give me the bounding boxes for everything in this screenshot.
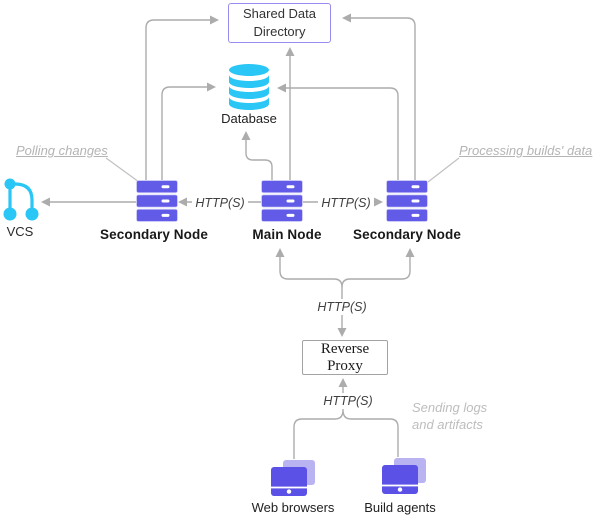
- http-label-right: HTTP(S): [318, 195, 374, 211]
- processing-builds-annotation: Processing builds' data: [459, 143, 593, 158]
- leader-polling-changes: [105, 157, 140, 183]
- reverse-proxy-box: Reverse Proxy: [302, 340, 388, 375]
- leader-processing-builds: [427, 157, 460, 183]
- arrowhead-http-left: [178, 197, 187, 207]
- secondary-node-left-icon: [136, 180, 178, 227]
- http-label-left: HTTP(S): [192, 195, 248, 211]
- edge-proxy-to-main: [279, 257, 343, 330]
- edge-left-node-to-sdd: [145, 19, 210, 180]
- arrowhead-to-sdd-right: [342, 13, 351, 23]
- arrowhead-to-main-node: [275, 248, 285, 257]
- arrowhead-to-db-bottom: [241, 131, 251, 140]
- edge-right-node-to-db: [286, 87, 399, 180]
- web-browsers-label: Web browsers: [251, 500, 335, 515]
- arrowhead-to-sdd-bottom: [285, 47, 295, 56]
- database-label: Database: [221, 111, 277, 126]
- shared-data-directory-label-line1: Shared Data: [243, 6, 316, 21]
- arrowhead-to-sdd-left: [210, 15, 219, 25]
- arrowhead-to-db-left: [207, 82, 216, 92]
- secondary-node-right-label: Secondary Node: [353, 227, 461, 242]
- http-label-proxy-lower: HTTP(S): [320, 393, 376, 409]
- edge-left-node-to-db: [161, 86, 207, 180]
- secondary-node-left-label: Secondary Node: [100, 227, 208, 242]
- arrowhead-to-proxy-bottom: [338, 378, 348, 387]
- main-node-label: Main Node: [252, 227, 322, 242]
- sending-logs-annotation: Sending logs and artifacts: [412, 400, 487, 433]
- sending-logs-line1: Sending logs: [412, 400, 488, 415]
- vcs-label: VCS: [6, 224, 34, 239]
- arrowhead-to-db-right: [277, 83, 286, 93]
- build-agents-icon: [382, 458, 428, 499]
- http-label-proxy-upper: HTTP(S): [314, 299, 370, 315]
- vcs-icon: [2, 176, 40, 222]
- database-icon: [227, 63, 271, 113]
- shared-data-directory-label-line2: Directory: [253, 24, 306, 39]
- shared-data-directory-box: Shared Data Directory: [228, 3, 331, 43]
- secondary-node-right-icon: [386, 180, 428, 227]
- arrowhead-to-vcs: [41, 197, 50, 207]
- arrowhead-http-right: [374, 197, 383, 207]
- arrowhead-to-proxy-top: [337, 328, 347, 337]
- polling-changes-annotation: Polling changes: [16, 143, 108, 158]
- web-browsers-icon: [271, 460, 317, 501]
- reverse-proxy-label: Reverse Proxy: [320, 340, 370, 374]
- arrowhead-to-right-node: [405, 248, 415, 257]
- edge-main-to-db: [245, 140, 273, 180]
- edge-right-node-to-sdd: [351, 17, 416, 180]
- edge-proxy-to-right-node: [341, 257, 411, 288]
- sending-logs-line2: and artifacts: [412, 416, 483, 432]
- main-node-icon: [261, 180, 303, 227]
- build-agents-label: Build agents: [364, 500, 436, 515]
